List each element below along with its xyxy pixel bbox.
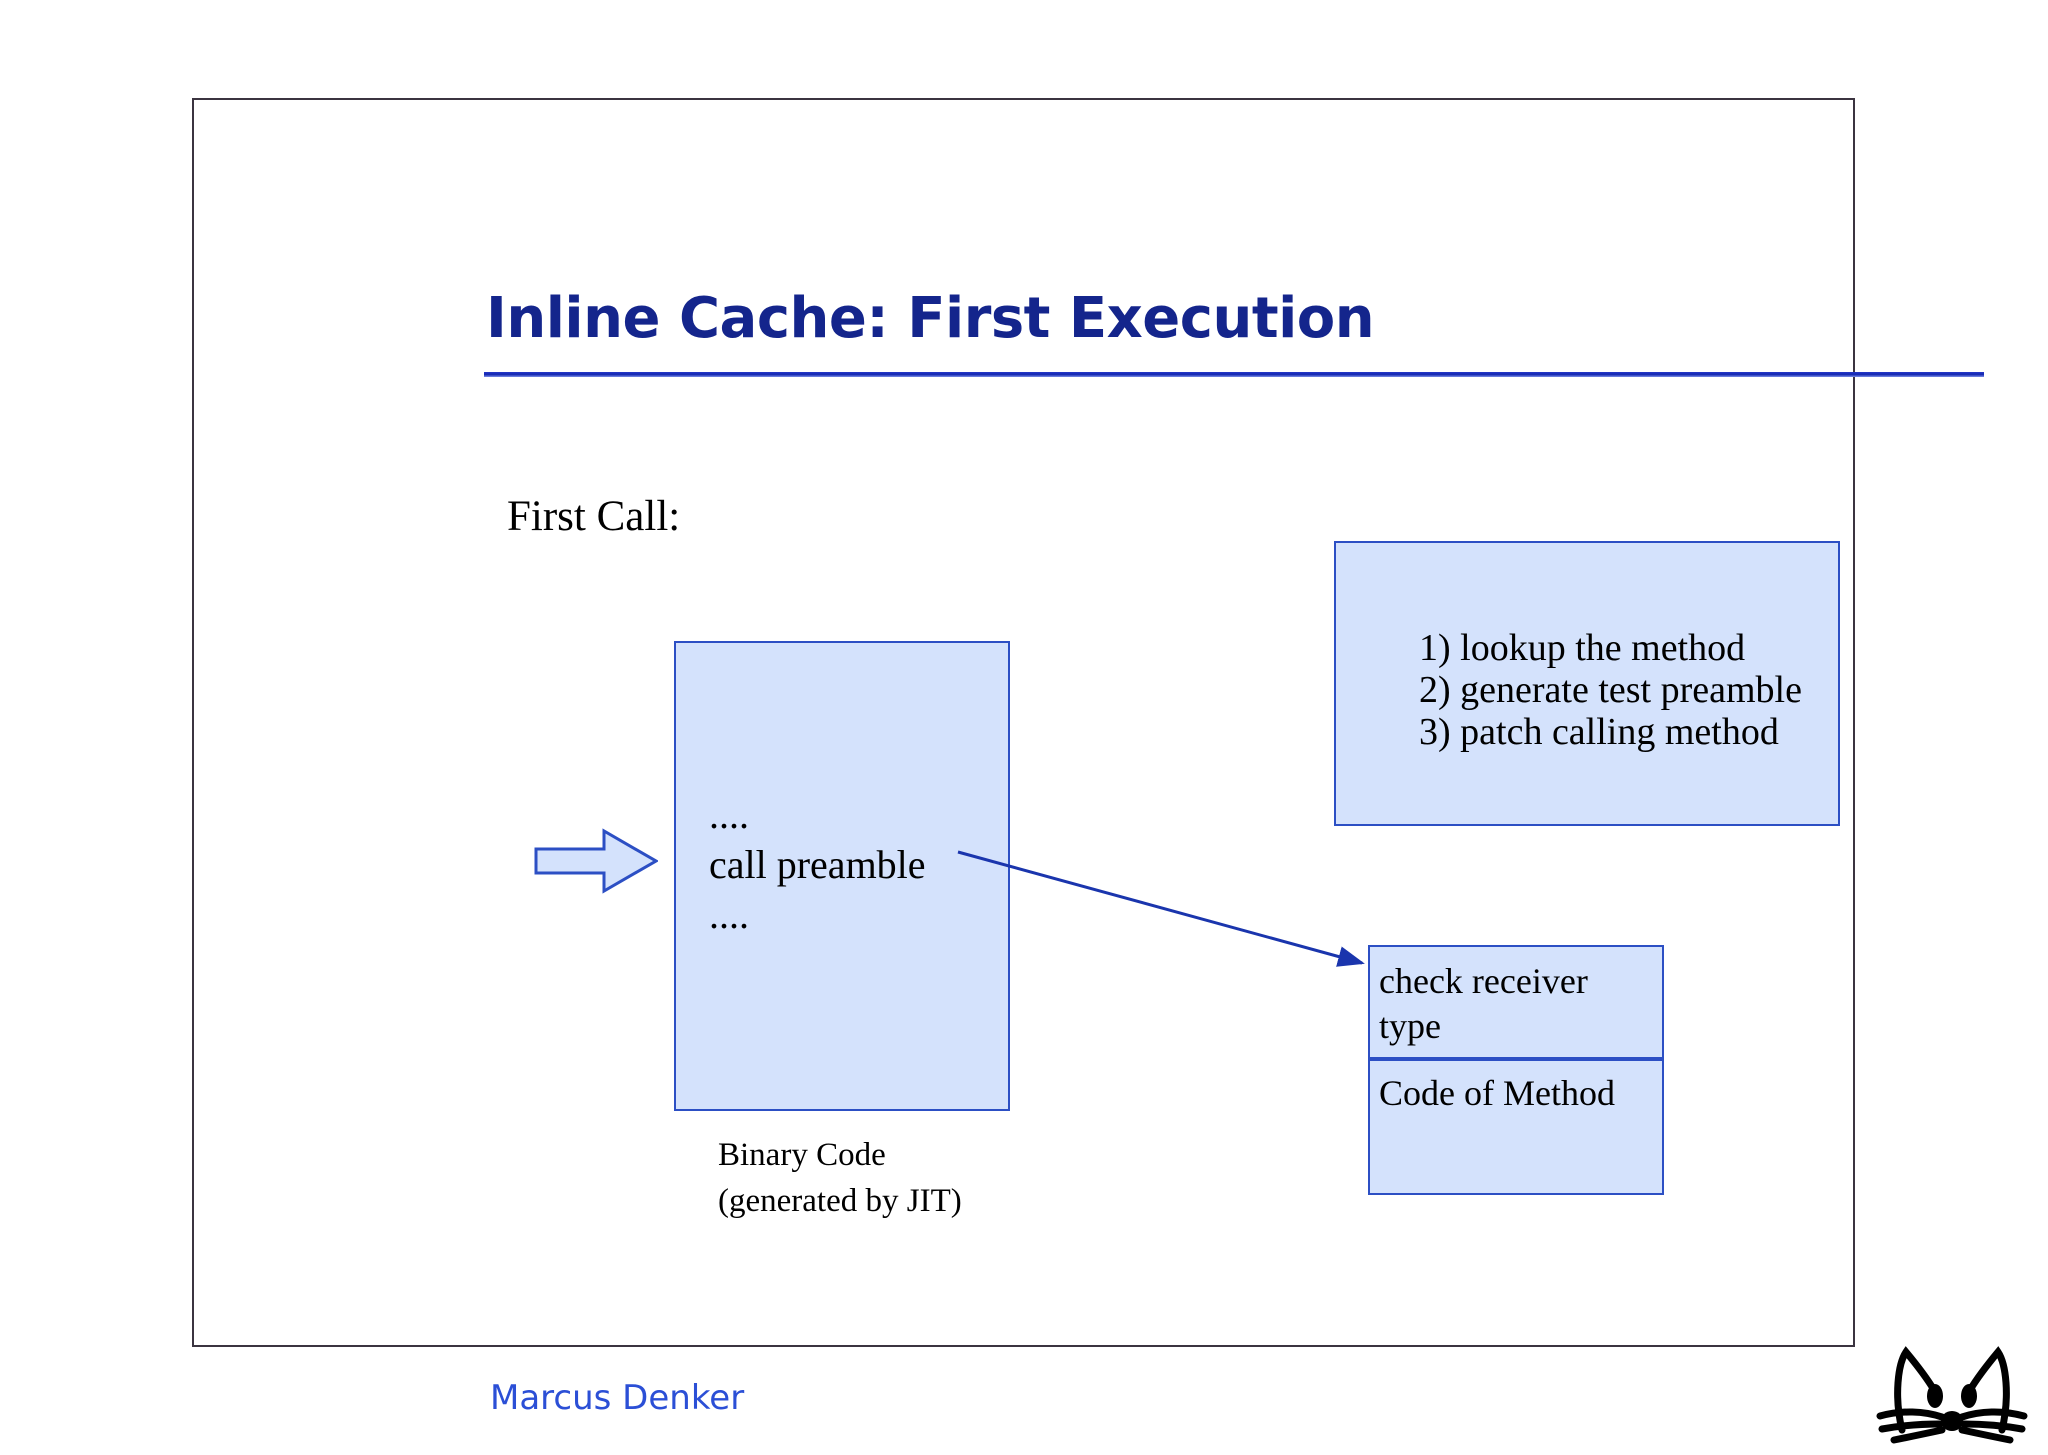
list-item: 2) generate test preamble xyxy=(1419,669,1802,711)
slide-frame: Inline Cache: First Execution First Call… xyxy=(192,98,2028,1444)
caption-line-1: (generated by JIT) xyxy=(718,1183,962,1219)
code-line-2: .... xyxy=(709,892,749,937)
cat-face-icon xyxy=(1872,1338,2032,1450)
check-line-1: type xyxy=(1379,1006,1441,1046)
binary-code-caption: Binary Code (generated by JIT) xyxy=(718,1132,962,1224)
title-underline-rule xyxy=(484,372,1984,377)
first-call-label: First Call: xyxy=(507,493,681,540)
method-box-check-cell: check receiver type xyxy=(1368,945,1664,1059)
list-item: 3) patch calling method xyxy=(1419,711,1779,753)
method-box-code-text: Code of Method xyxy=(1379,1071,1615,1116)
code-line-1: call preamble xyxy=(709,842,926,887)
code-line-0: .... xyxy=(709,792,749,837)
check-line-0: check receiver xyxy=(1379,961,1588,1001)
binary-code-lines: .... call preamble .... xyxy=(709,790,1009,940)
lookup-steps-box xyxy=(1334,541,1840,826)
page-title: Inline Cache: First Execution xyxy=(486,286,1375,351)
block-arrow-right-icon xyxy=(534,828,660,894)
lookup-steps-list: 1) lookup the method 2) generate test pr… xyxy=(1419,627,1802,753)
method-box: check receiver type Code of Method xyxy=(1368,945,1664,1195)
author-name: Marcus Denker xyxy=(490,1378,745,1418)
method-box-check-text: check receiver type xyxy=(1379,959,1588,1049)
caption-line-0: Binary Code xyxy=(718,1137,886,1173)
arrow-line-icon xyxy=(944,835,1384,995)
code-cell-line-0: Code of Method xyxy=(1379,1073,1615,1113)
binary-code-box xyxy=(674,641,1010,1111)
method-box-code-cell: Code of Method xyxy=(1368,1059,1664,1195)
list-item: 1) lookup the method xyxy=(1419,627,1746,669)
